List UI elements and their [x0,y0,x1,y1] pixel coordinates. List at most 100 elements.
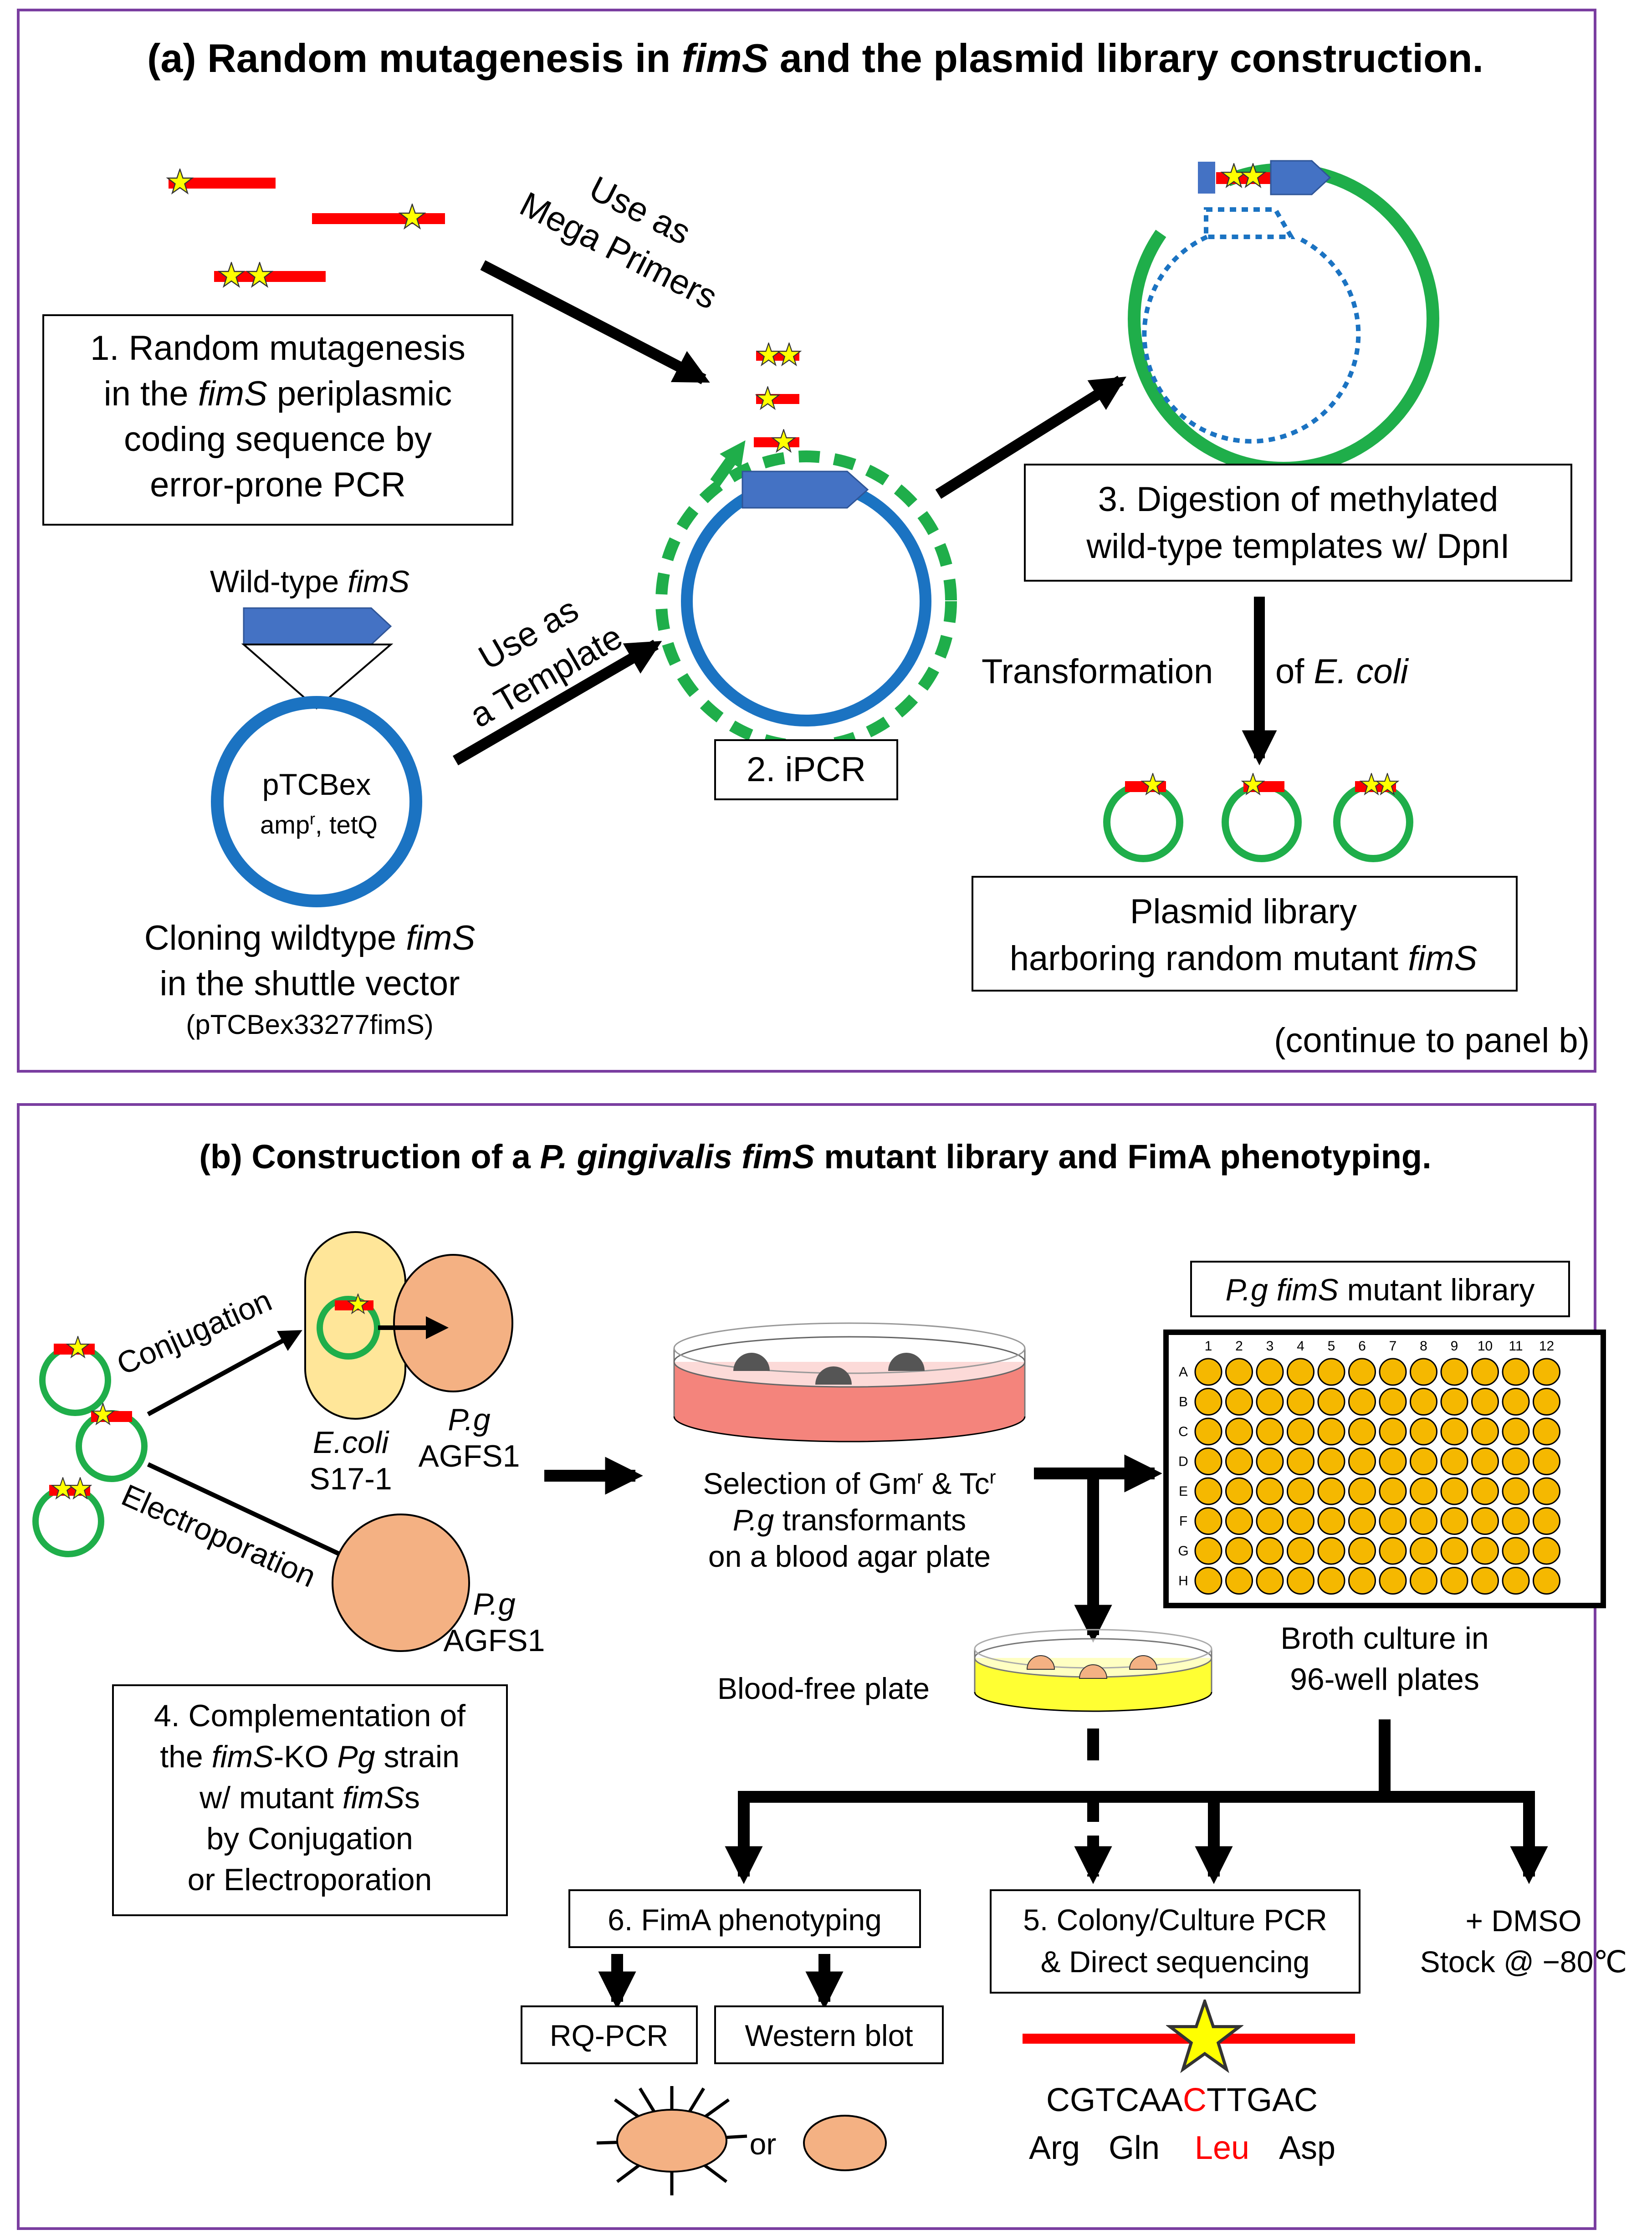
svg-text:on a blood agar plate: on a blood agar plate [708,1539,991,1573]
cloning-text: Cloning wildtype fimS in the shuttle vec… [144,919,476,1040]
plate-well [1194,1388,1222,1416]
svg-text:Stock @ −80℃: Stock @ −80℃ [1420,1945,1627,1979]
plate-well [1410,1507,1437,1535]
plate-well [1287,1388,1314,1416]
svg-text:in the fimS periplasmic: in the fimS periplasmic [104,374,452,413]
plate-well [1317,1447,1345,1475]
digested-gene-right [1270,160,1331,195]
svg-text:AGFS1: AGFS1 [419,1439,520,1473]
svg-text:& Direct sequencing: & Direct sequencing [1041,1945,1310,1979]
or-label: or [750,2127,777,2161]
svg-text:harboring random mutant fimS: harboring random mutant fimS [1010,939,1477,978]
step2-label: 2. iPCR [747,750,866,789]
plate-well [1348,1388,1376,1416]
plate-well [1471,1447,1499,1475]
plate-well [1287,1447,1314,1475]
vector-name: pTCBex [262,767,371,801]
svg-text:by Conjugation: by Conjugation [206,1821,413,1856]
plate-well [1225,1477,1253,1505]
plate-column-label: 5 [1328,1339,1335,1354]
svg-text:1. Random mutagenesis: 1. Random mutagenesis [90,329,465,368]
digested-gene-left [1198,162,1215,194]
plate-row-label: A [1179,1365,1188,1380]
step5-text: 5. Colony/Culture PCR & Direct sequencin… [1023,1903,1327,1979]
plate-well [1502,1388,1530,1416]
wildtype-label: Wild-type fimS [210,564,409,599]
plate-well [1410,1537,1437,1565]
arrow-selection-split [1034,1468,1112,1643]
plate-column-label: 3 [1266,1339,1274,1354]
arrow-template [452,639,662,766]
plate-column-label: 4 [1297,1339,1304,1354]
plate-well [1502,1507,1530,1535]
plate-well [1471,1417,1499,1446]
plate-well [1225,1537,1253,1565]
plate-well [1256,1537,1284,1565]
plate-well [1502,1447,1530,1475]
plate-column-label: 11 [1509,1339,1523,1354]
plate-column-label: 6 [1358,1339,1366,1354]
mutant-fragments [167,169,445,287]
pg-cell-electroporation [332,1514,470,1652]
plate-row-label: H [1178,1574,1188,1589]
plate-column-label: 7 [1389,1339,1397,1354]
svg-text:error-prone PCR: error-prone PCR [150,465,406,504]
plate-well [1287,1358,1314,1386]
blood-agar-plate [673,1322,1026,1442]
step2-box [714,739,898,800]
amino-acids: Arg Gln Leu Asp [1029,2130,1335,2166]
plate-well [1440,1477,1468,1505]
step3-text: 3. Digestion of methylated wild-type tem… [1086,480,1509,566]
transformation-label: Transformation [982,652,1213,691]
plate-column-label: 8 [1420,1339,1427,1354]
library-label-box [1190,1261,1570,1317]
plate-well [1440,1537,1468,1565]
svg-text:the fimS-KO Pg strain: the fimS-KO Pg strain [160,1739,460,1774]
selection-text: Selection of Gmr & Tcr P.g transformants… [703,1466,996,1574]
svg-text:5. Colony/Culture PCR: 5. Colony/Culture PCR [1023,1903,1327,1937]
svg-text:96-well plates: 96-well plates [1290,1662,1479,1697]
svg-text:Cloning wildtype fimS: Cloning wildtype fimS [144,919,476,957]
plate-well [1317,1507,1345,1535]
step4-box [112,1684,508,1916]
western-box [714,2005,944,2064]
plate-well [1502,1567,1530,1595]
plate-column-label: 9 [1451,1339,1458,1354]
svg-text:P.g: P.g [448,1402,490,1437]
plate-well [1379,1358,1407,1386]
panel-b-title: (b) Construction of a P. gingivalis fimS… [199,1138,1431,1176]
dna-sequence: CGTCAACTTGAC [1046,2082,1318,2118]
plate-well [1348,1417,1376,1446]
svg-text:AGFS1: AGFS1 [444,1623,545,1658]
plate-well [1533,1567,1560,1595]
svg-text:S17-1: S17-1 [309,1462,392,1496]
arrow-conjugation [147,1330,302,1417]
plate-well [1440,1388,1468,1416]
plate-well [1225,1447,1253,1475]
plate-well [1287,1537,1314,1565]
svg-text:w/ mutant fimSs: w/ mutant fimSs [199,1780,420,1815]
plate-row-label: C [1178,1424,1188,1439]
plate-well [1410,1417,1437,1446]
step3-box [1024,464,1572,582]
transformed-plasmids [1103,773,1413,862]
ipcr-plasmid [681,476,931,726]
plate-well [1225,1358,1253,1386]
step4-text: 4. Complementation of the fimS-KO Pg str… [154,1698,465,1897]
plate-well [1440,1507,1468,1535]
ipcr-fims-gene [742,471,869,509]
conjugation-label: Conjugation [112,1283,276,1382]
wildtype-fims-gene [243,607,392,645]
panel-a-title: (a) Random mutagenesis in fimS and the p… [147,36,1483,81]
plate-column-label: 1 [1205,1339,1212,1354]
svg-text:Broth culture in: Broth culture in [1280,1621,1488,1656]
plate-well [1256,1477,1284,1505]
plate-well [1379,1417,1407,1446]
blood-free-plate [974,1629,1212,1712]
pg-label-conjugation: P.g AGFS1 [419,1402,520,1473]
ipcr-green-arrowhead [710,440,746,486]
svg-text:Leu: Leu [1195,2130,1249,2166]
plate-well [1440,1447,1468,1475]
